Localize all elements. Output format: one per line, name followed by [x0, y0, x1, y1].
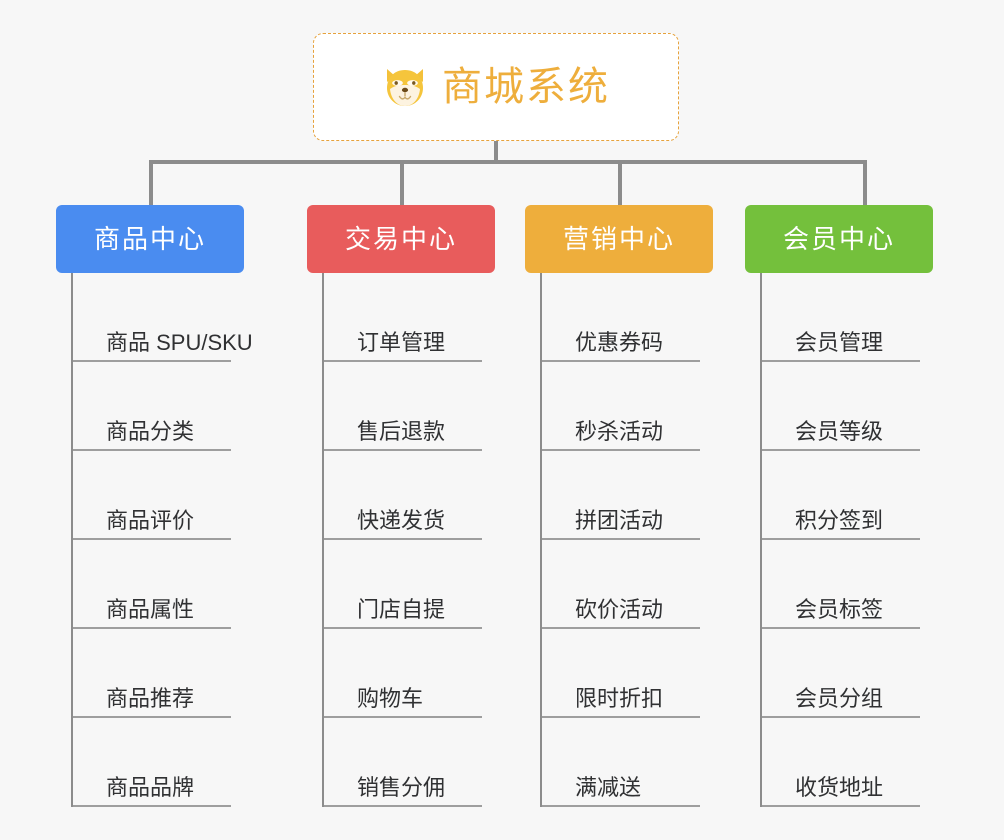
branch-items-4: 会员管理 会员等级 积分签到 会员标签 会员分组 收货地址	[760, 273, 933, 807]
leaf-label: 会员标签	[795, 596, 884, 622]
leaf-label: 拼团活动	[575, 507, 664, 533]
leaf-label: 会员管理	[795, 329, 884, 355]
list-item[interactable]: 商品评价	[73, 451, 231, 540]
list-item[interactable]: 限时折扣	[542, 629, 700, 718]
leaf-label: 秒杀活动	[575, 418, 664, 444]
leaf-label: 销售分佣	[357, 774, 446, 800]
list-item[interactable]: 门店自提	[324, 540, 482, 629]
list-item[interactable]: 积分签到	[762, 451, 920, 540]
leaf-label: 收货地址	[795, 774, 884, 800]
leaf-label: 商品分类	[106, 418, 195, 444]
leaf-label: 门店自提	[357, 596, 446, 622]
list-item[interactable]: 商品属性	[73, 540, 231, 629]
leaf-label: 会员分组	[795, 685, 884, 711]
branch-items-3: 优惠券码 秒杀活动 拼团活动 砍价活动 限时折扣 满减送	[540, 273, 713, 807]
leaf-label: 会员等级	[795, 418, 884, 444]
leaf-label: 订单管理	[357, 329, 446, 355]
root-node[interactable]: 商城系统	[313, 33, 679, 141]
list-item[interactable]: 秒杀活动	[542, 362, 700, 451]
leaf-label: 购物车	[357, 685, 424, 711]
list-item[interactable]: 砍价活动	[542, 540, 700, 629]
leaf-label: 商品评价	[106, 507, 195, 533]
list-item[interactable]: 收货地址	[762, 718, 920, 807]
drop-line-4	[863, 160, 867, 206]
horizontal-bus-line	[149, 160, 867, 164]
list-item[interactable]: 快递发货	[324, 451, 482, 540]
leaf-label: 满减送	[575, 774, 642, 800]
list-item[interactable]: 商品品牌	[73, 718, 231, 807]
list-item[interactable]: 拼团活动	[542, 451, 700, 540]
branch-header-2[interactable]: 交易中心	[307, 205, 495, 273]
leaf-label: 优惠券码	[575, 329, 664, 355]
drop-line-2	[400, 160, 404, 206]
list-item[interactable]: 会员标签	[762, 540, 920, 629]
list-item[interactable]: 商品分类	[73, 362, 231, 451]
root-stem-line	[494, 141, 498, 164]
list-item[interactable]: 会员分组	[762, 629, 920, 718]
list-item[interactable]: 优惠券码	[542, 273, 700, 362]
list-item[interactable]: 购物车	[324, 629, 482, 718]
list-item[interactable]: 商品 SPU/SKU	[73, 273, 253, 362]
branch-items-1: 商品 SPU/SKU 商品分类 商品评价 商品属性 商品推荐 商品品牌	[71, 273, 253, 807]
list-item[interactable]: 订单管理	[324, 273, 482, 362]
leaf-label: 积分签到	[795, 507, 884, 533]
branch-column-1: 商品中心 商品 SPU/SKU 商品分类 商品评价 商品属性 商品推荐 商品品牌	[56, 205, 253, 807]
list-item[interactable]: 满减送	[542, 718, 700, 807]
list-item[interactable]: 销售分佣	[324, 718, 482, 807]
branch-header-3[interactable]: 营销中心	[525, 205, 713, 273]
branch-header-1[interactable]: 商品中心	[56, 205, 244, 273]
leaf-label: 商品品牌	[106, 774, 195, 800]
branch-column-4: 会员中心 会员管理 会员等级 积分签到 会员标签 会员分组 收货地址	[745, 205, 933, 807]
leaf-label: 商品推荐	[106, 685, 195, 711]
leaf-label: 商品 SPU/SKU	[106, 329, 253, 355]
leaf-label: 快递发货	[357, 507, 446, 533]
leaf-label: 限时折扣	[575, 685, 664, 711]
drop-line-3	[618, 160, 622, 206]
list-item[interactable]: 商品推荐	[73, 629, 231, 718]
branch-label-4: 会员中心	[782, 224, 895, 254]
branch-label-2: 交易中心	[344, 224, 457, 254]
branch-header-4[interactable]: 会员中心	[745, 205, 933, 273]
list-item[interactable]: 会员管理	[762, 273, 920, 362]
drop-line-1	[149, 160, 153, 206]
leaf-label: 砍价活动	[575, 596, 664, 622]
list-item[interactable]: 售后退款	[324, 362, 482, 451]
branch-items-2: 订单管理 售后退款 快递发货 门店自提 购物车 销售分佣	[322, 273, 495, 807]
shiba-dog-icon	[382, 65, 428, 109]
branch-label-3: 营销中心	[562, 224, 675, 254]
list-item[interactable]: 会员等级	[762, 362, 920, 451]
root-title: 商城系统	[442, 65, 610, 109]
leaf-label: 售后退款	[357, 418, 446, 444]
branch-column-2: 交易中心 订单管理 售后退款 快递发货 门店自提 购物车 销售分佣	[307, 205, 495, 807]
branch-column-3: 营销中心 优惠券码 秒杀活动 拼团活动 砍价活动 限时折扣 满减送	[525, 205, 713, 807]
branch-label-1: 商品中心	[93, 224, 206, 254]
leaf-label: 商品属性	[106, 596, 195, 622]
